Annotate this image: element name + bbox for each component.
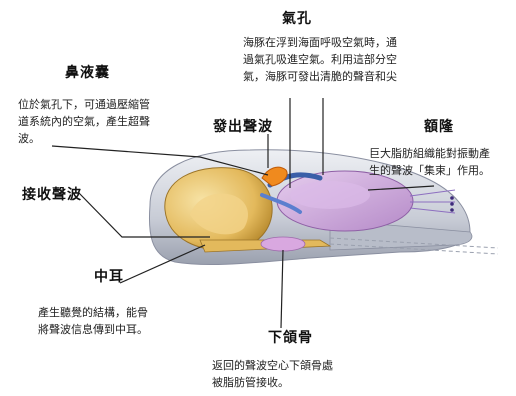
description-line: 波。 — [18, 130, 198, 147]
description-line: 過氣孔吸進空氣。利用這部分空 — [243, 51, 453, 68]
melon-inner — [290, 181, 370, 209]
nasal-sac-title: 鼻液囊 — [65, 62, 110, 82]
description-line: 海豚在浮到海面呼吸空氣時，通 — [243, 34, 453, 51]
description-line: 被脂肪管接收。 — [212, 374, 382, 391]
description-line: 將聲波信息傳到中耳。 — [38, 321, 198, 338]
jaw-fat-channel — [261, 237, 305, 251]
middle-ear-description: 產生聽覺的結構，能骨 將聲波信息傳到中耳。 — [38, 304, 198, 338]
sound-emission-title: 發出聲波 — [213, 116, 273, 136]
blowhole-description: 海豚在浮到海面呼吸空氣時，通 過氣孔吸進空氣。利用這部分空 氣，海豚可發出清脆的… — [243, 34, 453, 85]
blowhole-title: 氣孔 — [282, 8, 312, 28]
melon-description: 巨大脂肪組織能對振動產 生的聲波「集束」作用。 — [369, 145, 515, 179]
sound-dot — [450, 196, 454, 200]
leader-lower-jaw — [281, 250, 283, 328]
nasal-sac-description: 位於氣孔下，可通過壓縮管 道系統內的空氣，產生超聲 波。 — [18, 96, 198, 147]
middle-ear-title: 中耳 — [94, 266, 124, 286]
description-line: 生的聲波「集束」作用。 — [369, 162, 515, 179]
description-line: 道系統內的空氣，產生超聲 — [18, 113, 198, 130]
lower-jaw-description: 返回的聲波空心下頜骨處 被脂肪管接收。 — [212, 357, 382, 391]
melon-title: 額隆 — [424, 116, 454, 136]
sound-dot — [450, 202, 454, 206]
sound-reception-title: 接收聲波 — [22, 184, 82, 204]
description-line: 氣，海豚可發出清脆的聲音和尖 — [243, 68, 453, 85]
lower-jaw-title: 下頜骨 — [268, 327, 313, 347]
description-line: 位於氣孔下，可通過壓縮管 — [18, 96, 198, 113]
sound-dot — [450, 208, 454, 212]
description-line: 產生聽覺的結構，能骨 — [38, 304, 198, 321]
description-line: 巨大脂肪組織能對振動產 — [369, 145, 515, 162]
description-line: 返回的聲波空心下頜骨處 — [212, 357, 382, 374]
